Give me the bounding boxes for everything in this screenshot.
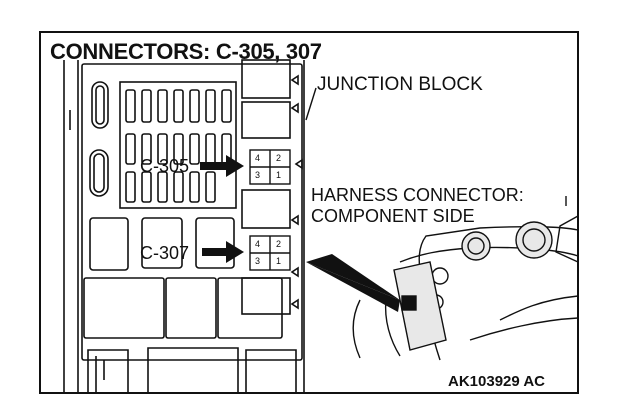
fuse-row-top (125, 89, 232, 123)
harness-connector-label: HARNESS CONNECTOR: (311, 185, 524, 205)
inset-pointer (306, 262, 400, 312)
c307-pin-4: 4 (255, 239, 261, 249)
junction-block (63, 59, 305, 392)
junction-block-label: JUNCTION BLOCK (317, 74, 483, 95)
connector-c307 (249, 235, 291, 271)
fuse-row-bottom (125, 171, 216, 203)
inset-pointer-top (306, 254, 400, 300)
component-side-label: COMPONENT SIDE (311, 206, 475, 226)
c305-pin-2: 2 (276, 153, 282, 163)
c305-pin-1: 1 (276, 170, 282, 180)
c305-pin-3: 3 (255, 170, 261, 180)
dashboard-inset (352, 215, 579, 361)
c307-pin-1: 1 (276, 256, 282, 266)
c307-pin-3: 3 (255, 256, 261, 266)
diagram-frame (39, 31, 579, 394)
reference-code: AK103929 AC (448, 373, 545, 390)
c307-pin-2: 2 (276, 239, 282, 249)
c307-label: C-307 (140, 243, 190, 263)
c307-arrow (202, 241, 244, 263)
connector-c305 (249, 149, 291, 185)
junction-block-leader (305, 87, 317, 121)
c305-pin-4: 4 (255, 153, 261, 163)
c305-arrow (200, 155, 244, 177)
c305-label: C-305 (140, 156, 190, 176)
diagram-title: CONNECTORS: C-305, 307 (50, 39, 322, 64)
